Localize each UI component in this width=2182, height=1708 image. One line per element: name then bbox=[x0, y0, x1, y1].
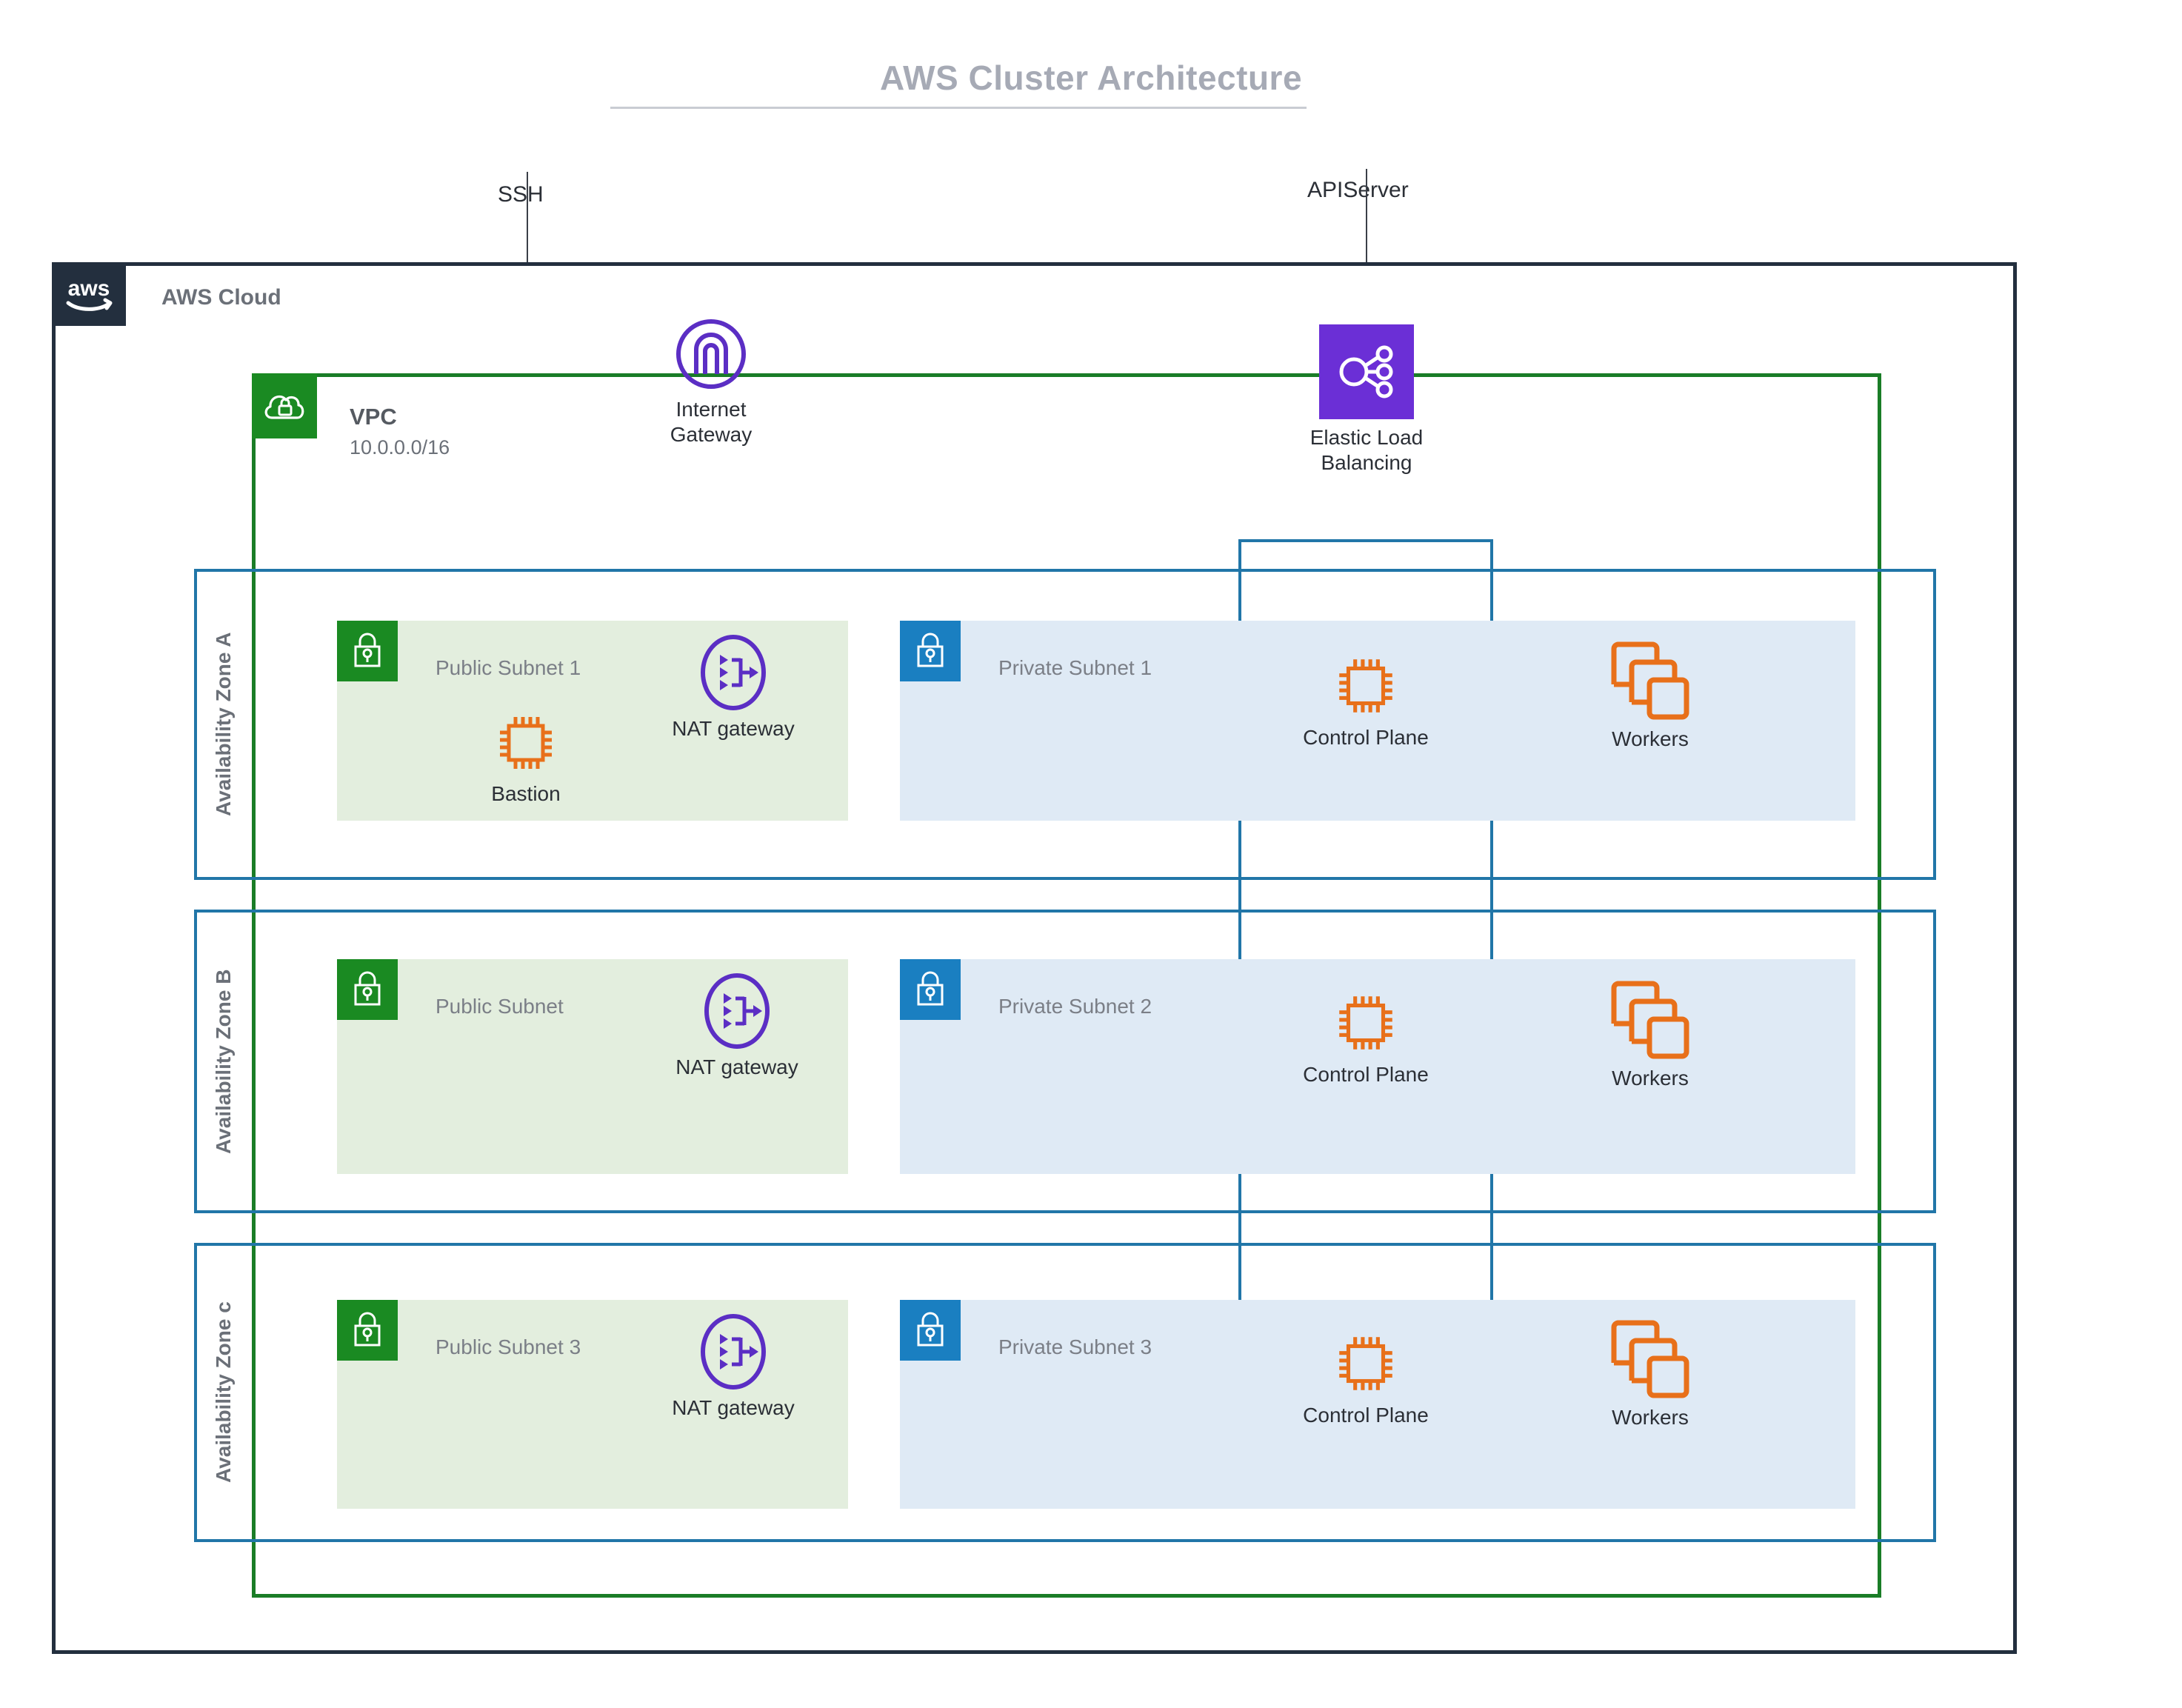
private-subnet-label-b: Private Subnet 2 bbox=[998, 995, 1152, 1018]
availability-zone-c-label: Availability Zone c bbox=[212, 1301, 235, 1484]
workers-node-b[interactable]: Workers bbox=[1591, 978, 1709, 1090]
nat-gateway-icon bbox=[704, 973, 770, 1049]
bastion-node-a[interactable]: Bastion bbox=[459, 710, 593, 805]
private-subnet-label-a: Private Subnet 1 bbox=[998, 656, 1152, 679]
workers-node-c[interactable]: Workers bbox=[1591, 1317, 1709, 1429]
vpc-cidr-label: 10.0.0.0/16 bbox=[350, 436, 450, 458]
connector-label-ssh: SSH bbox=[498, 182, 544, 207]
page-title: AWS Cluster Architecture bbox=[879, 59, 1303, 97]
stacked-instances-icon bbox=[1611, 1320, 1689, 1398]
nat-gateway-node-c[interactable]: NAT gateway bbox=[659, 1313, 807, 1419]
workers-label-a: Workers bbox=[1612, 727, 1689, 750]
public-subnet-band-a bbox=[337, 621, 848, 821]
blue-lock-icon bbox=[900, 621, 961, 681]
availability-zone-a-boundary bbox=[194, 569, 1936, 880]
internet-gateway-node[interactable]: Internet Gateway bbox=[630, 317, 793, 447]
availability-zone-b-label: Availability Zone B bbox=[212, 969, 235, 1154]
public-subnet-label-a: Public Subnet 1 bbox=[436, 656, 581, 679]
blue-lock-icon bbox=[900, 959, 961, 1020]
availability-zone-a-label: Availability Zone A bbox=[212, 632, 235, 816]
internet-gateway-label-line2: Gateway bbox=[670, 422, 753, 446]
cpu-chip-icon bbox=[1339, 996, 1392, 1050]
cpu-chip-icon bbox=[1339, 659, 1392, 713]
connector-line-apiserver-top bbox=[1366, 169, 1367, 296]
workers-label-c: Workers bbox=[1612, 1406, 1689, 1429]
aws-cloud-label: AWS Cloud bbox=[161, 285, 281, 310]
elastic-load-balancing-node[interactable]: Elastic Load Balancing bbox=[1304, 324, 1429, 475]
private-subnet-band-a bbox=[900, 621, 1855, 821]
green-lock-icon bbox=[337, 959, 398, 1020]
nat-gateway-label-c: NAT gateway bbox=[672, 1396, 795, 1419]
control-plane-node-a[interactable]: Control Plane bbox=[1301, 652, 1431, 749]
workers-node-a[interactable]: Workers bbox=[1591, 638, 1709, 750]
vpc-cloud-lock-icon bbox=[252, 373, 317, 438]
public-subnet-label-b: Public Subnet bbox=[436, 995, 564, 1018]
green-lock-icon bbox=[337, 1300, 398, 1361]
green-lock-icon bbox=[337, 621, 398, 681]
control-plane-node-c[interactable]: Control Plane bbox=[1301, 1330, 1431, 1427]
stacked-instances-icon bbox=[1611, 641, 1689, 720]
nat-gateway-icon bbox=[701, 1314, 766, 1390]
control-plane-label-b: Control Plane bbox=[1303, 1063, 1429, 1086]
nat-gateway-node-a[interactable]: NAT gateway bbox=[659, 634, 807, 740]
svg-text:aws: aws bbox=[68, 276, 110, 301]
availability-zone-b-boundary bbox=[194, 910, 1936, 1213]
bastion-label-a: Bastion bbox=[491, 782, 561, 805]
nat-gateway-label-b: NAT gateway bbox=[675, 1055, 798, 1078]
cpu-chip-icon bbox=[1339, 1337, 1392, 1390]
private-subnet-label-c: Private Subnet 3 bbox=[998, 1335, 1152, 1358]
stacked-instances-icon bbox=[1611, 981, 1689, 1059]
aws-logo-icon: aws bbox=[52, 262, 126, 326]
vpc-label: VPC bbox=[350, 404, 397, 430]
internet-gateway-icon bbox=[676, 319, 746, 389]
elastic-load-balancing-label-line2: Balancing bbox=[1321, 450, 1412, 474]
control-plane-label-a: Control Plane bbox=[1303, 726, 1429, 749]
nat-gateway-label-a: NAT gateway bbox=[672, 717, 795, 740]
nat-gateway-icon bbox=[701, 635, 766, 710]
workers-label-b: Workers bbox=[1612, 1067, 1689, 1090]
public-subnet-band-c bbox=[337, 1300, 848, 1509]
public-subnet-label-c: Public Subnet 3 bbox=[436, 1335, 581, 1358]
elastic-load-balancing-icon bbox=[1319, 324, 1414, 419]
nat-gateway-node-b[interactable]: NAT gateway bbox=[663, 973, 811, 1078]
internet-gateway-label-line1: Internet bbox=[675, 398, 747, 421]
control-plane-node-b[interactable]: Control Plane bbox=[1301, 989, 1431, 1086]
control-plane-label-c: Control Plane bbox=[1303, 1404, 1429, 1427]
blue-lock-icon bbox=[900, 1300, 961, 1361]
title-divider bbox=[610, 107, 1307, 109]
connector-label-apiserver: APIServer bbox=[1307, 178, 1409, 202]
private-subnet-band-c bbox=[900, 1300, 1855, 1509]
cpu-chip-icon bbox=[500, 717, 552, 769]
availability-zone-c-boundary bbox=[194, 1243, 1936, 1542]
elastic-load-balancing-label-line1: Elastic Load bbox=[1309, 426, 1424, 449]
private-subnet-band-b bbox=[900, 959, 1855, 1174]
vpc-boundary bbox=[252, 373, 1881, 1598]
